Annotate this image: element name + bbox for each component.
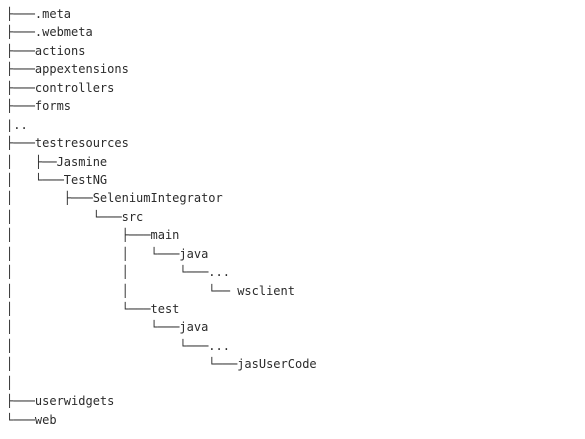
tree-line-webmeta: ├───.webmeta: [6, 23, 581, 41]
tree-line-web: └───web: [6, 411, 581, 429]
tree-line-text: ├───.meta: [6, 7, 72, 21]
tree-line-src: │ └───src: [6, 208, 581, 226]
tree-line-forms: ├───forms: [6, 97, 581, 115]
tree-line-seleniumintegrator: │ ├───SeleniumIntegrator: [6, 189, 581, 207]
tree-line-testng: │ └───TestNG: [6, 171, 581, 189]
tree-line-text: ├───testresources: [6, 136, 129, 151]
tree-line-testresources: ├───testresources: [6, 134, 581, 152]
tree-line-text: │ ├──Jasmine: [6, 154, 108, 169]
tree-line-jasusercode: │ └───jasUserCode: [6, 355, 581, 373]
tree-line-test-dots: │ └───...: [6, 337, 581, 355]
tree-line-text: |..: [6, 117, 28, 132]
tree-line-text: │: [6, 375, 14, 390]
tree-line-text: │ │ └── wsclient: [6, 283, 295, 298]
tree-line-main-dots: │ │ └───...: [6, 263, 581, 281]
tree-line-main-java: │ │ └───java: [6, 245, 581, 263]
tree-line-test: │ └───test: [6, 300, 581, 318]
tree-line-text: ├───appextensions: [6, 62, 129, 77]
tree-line-text: ├───actions: [6, 43, 86, 58]
tree-line-actions: ├───actions: [6, 42, 581, 60]
tree-line-jasmine: │ ├──Jasmine: [6, 153, 581, 171]
tree-line-text: │ └───java: [6, 320, 209, 335]
tree-line-text: ├───.webmeta: [6, 25, 93, 40]
tree-line-text: │ ├───SeleniumIntegrator: [6, 191, 223, 206]
tree-line-meta: ├───.meta: [6, 5, 581, 23]
tree-line-main: │ ├───main: [6, 226, 581, 244]
tree-line-text: └───web: [6, 412, 57, 427]
file-tree: ├───.meta ├───.webmeta ├───actions ├───a…: [6, 5, 581, 429]
tree-line-text: ├───controllers: [6, 80, 115, 95]
tree-line-text: │ └───test: [6, 302, 180, 316]
tree-line-spacer: │: [6, 374, 581, 392]
tree-line-test-java: │ └───java: [6, 318, 581, 336]
tree-line-wsclient: │ │ └── wsclient: [6, 282, 581, 300]
tree-line-text: │ ├───main: [6, 228, 180, 243]
tree-line-userwidgets: ├───userwidgets: [6, 392, 581, 410]
tree-line-controllers: ├───controllers: [6, 79, 581, 97]
tree-line-ellipsis: |..: [6, 116, 581, 134]
tree-line-text: │ └───src: [6, 209, 144, 224]
tree-line-text: │ │ └───...: [6, 265, 230, 280]
tree-line-text: │ │ └───java: [6, 246, 209, 261]
tree-line-text: ├───forms: [6, 99, 72, 114]
tree-line-text: │ └───TestNG: [6, 172, 108, 187]
tree-line-text: ├───userwidgets: [6, 394, 115, 409]
tree-line-appextensions: ├───appextensions: [6, 60, 581, 78]
tree-line-text: │ └───jasUserCode: [6, 357, 317, 372]
tree-line-text: │ └───...: [6, 338, 230, 353]
